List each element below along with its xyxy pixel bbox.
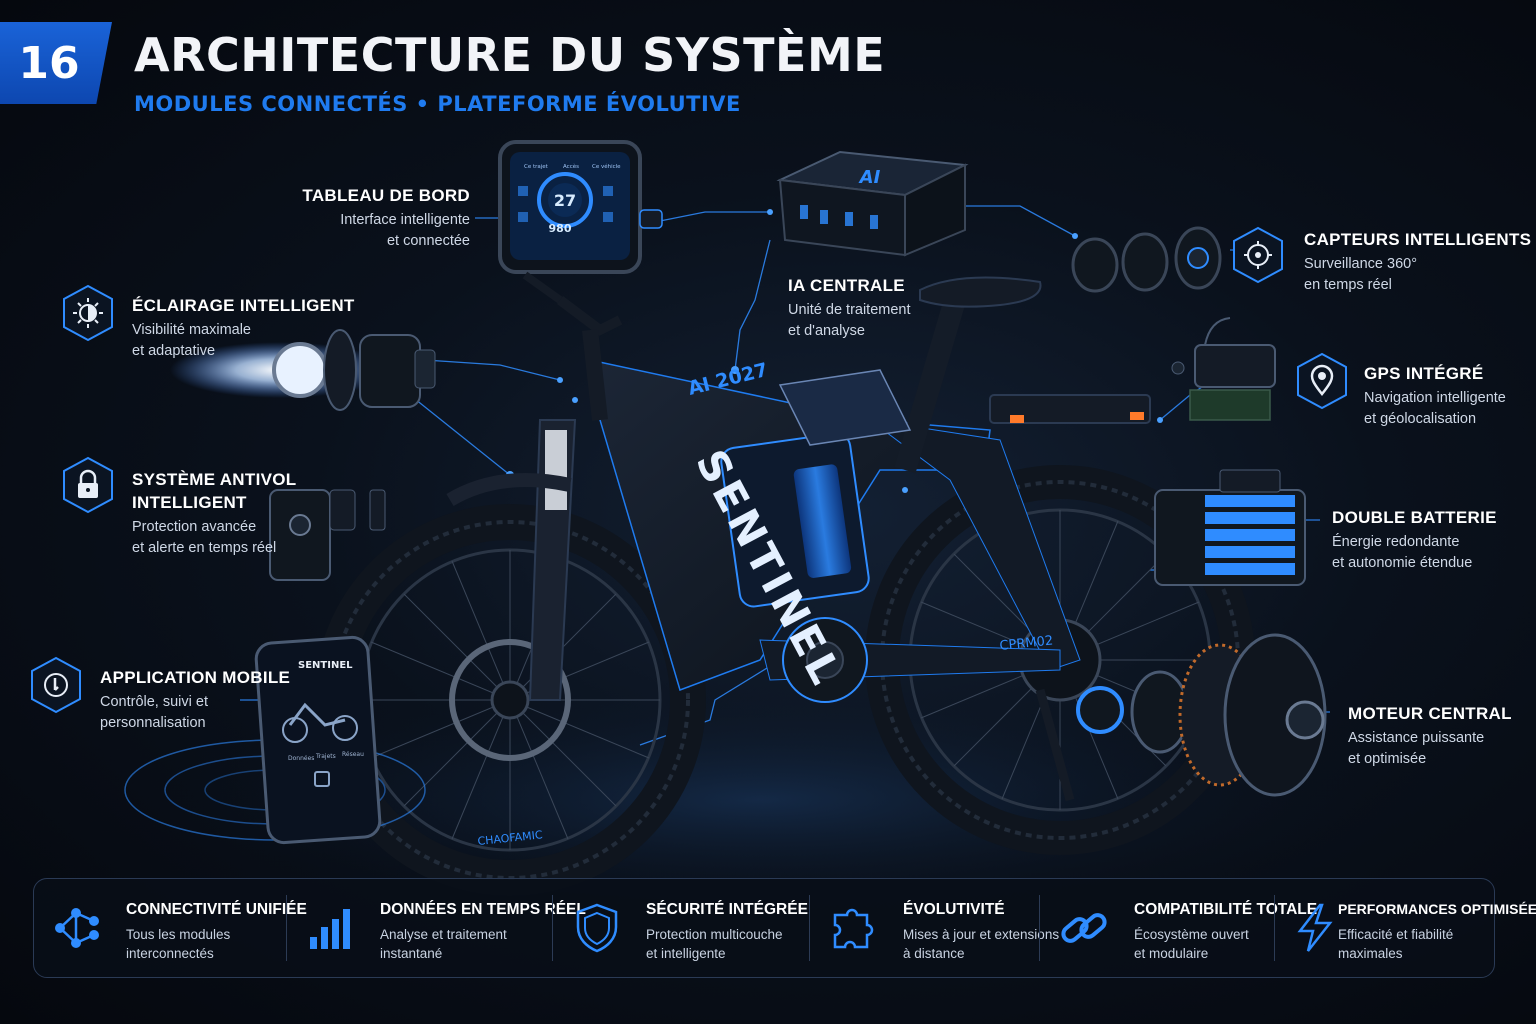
callout-lighting-desc2: et adaptative (132, 343, 216, 359)
callout-dashboard-title: TABLEAU DE BORD (302, 186, 470, 205)
callout-motor-desc1: Assistance puissante (1348, 730, 1485, 746)
shield-icon (568, 901, 626, 955)
phone-tab-3: Réseau (342, 751, 364, 758)
puzzle-icon (825, 901, 883, 955)
callout-motor-title: MOTEUR CENTRAL (1348, 704, 1512, 723)
callout-antitheft-desc2: et alerte en temps réel (132, 540, 277, 556)
callout-gps-desc2: et géolocalisation (1364, 411, 1477, 427)
feature-scalability-title: ÉVOLUTIVITÉ (903, 901, 1005, 918)
callout-battery-title: DOUBLE BATTERIE (1332, 508, 1497, 527)
phone-tab-2: Trajets (315, 753, 336, 760)
sensor-modules (1071, 226, 1222, 293)
callout-sensors-desc1: Surveillance 360° (1304, 256, 1418, 272)
callout-battery: DOUBLE BATTERIE Énergie redondante et au… (1332, 508, 1497, 574)
bar-chart-icon (302, 901, 360, 955)
callout-ai-desc2: et d'analyse (788, 323, 865, 339)
callout-ai-desc1: Unité de traitement (788, 302, 911, 318)
callout-lighting: ÉCLAIRAGE INTELLIGENT Visibilité maximal… (132, 296, 355, 362)
ai-box-label: AI (858, 167, 881, 188)
callout-motor-desc2: et optimisée (1348, 751, 1427, 767)
callout-app-desc1: Contrôle, suivi et (100, 694, 208, 710)
callout-app: APPLICATION MOBILE Contrôle, suivi et pe… (100, 668, 290, 734)
callout-gps-title: GPS INTÉGRÉ (1364, 364, 1484, 383)
callout-sensors-desc2: en temps réel (1304, 277, 1392, 293)
feature-connectivity-title: CONNECTIVITÉ UNIFIÉE (126, 901, 307, 918)
callout-ai: IA CENTRALE Unité de traitement et d'ana… (788, 276, 911, 342)
feature-performance: PERFORMANCES OPTIMISÉES Efficacité et fi… (1256, 879, 1536, 977)
phone-tab-1: Données (288, 755, 314, 762)
network-icon (48, 901, 106, 955)
lightning-icon (1286, 901, 1344, 955)
callout-lighting-title: ÉCLAIRAGE INTELLIGENT (132, 296, 355, 315)
callout-dashboard-desc1: Interface intelligente (340, 212, 470, 228)
headlight-assembly (170, 329, 436, 411)
double-battery (1154, 469, 1306, 586)
dashboard-tab-2: Accès (563, 163, 579, 170)
callout-motor: MOTEUR CENTRAL Assistance puissante et o… (1348, 704, 1512, 770)
callout-dashboard: TABLEAU DE BORD Interface intelligente e… (302, 186, 470, 252)
callout-ai-title: IA CENTRALE (788, 276, 905, 295)
dashboard-tab-1: Ce trajet (524, 164, 549, 170)
phone-app-name: SENTINEL (298, 660, 353, 671)
callout-sensors: CAPTEURS INTELLIGENTS Surveillance 360° … (1304, 230, 1531, 296)
callout-antitheft-title: SYSTÈME ANTIVOL (132, 470, 297, 489)
callout-antitheft-desc1: Protection avancée (132, 519, 257, 535)
dashboard-speed: 27 (554, 191, 576, 210)
feature-compatibility-title: COMPATIBILITÉ TOTALE (1134, 901, 1318, 918)
padlock-icon (62, 456, 114, 514)
touch-icon (30, 656, 82, 714)
callout-app-desc2: personnalisation (100, 715, 206, 731)
location-pin-icon (1296, 352, 1348, 410)
gps-module (1171, 317, 1276, 421)
callout-battery-desc1: Énergie redondante (1332, 534, 1460, 550)
callout-antitheft: SYSTÈME ANTIVOL INTELLIGENT Protection a… (132, 470, 296, 559)
target-icon (1232, 226, 1284, 284)
ai-central-unit (776, 150, 969, 257)
feature-security: SÉCURITÉ INTÉGRÉE Protection multicouche… (554, 879, 814, 977)
page-subtitle: MODULES CONNECTÉS • PLATEFORME ÉVOLUTIVE (134, 92, 741, 116)
chainstay-label: CPRM02 (999, 633, 1054, 654)
feature-performance-title: PERFORMANCES OPTIMISÉES (1338, 901, 1536, 917)
bike-frame (557, 276, 1151, 802)
motor-exploded (1076, 633, 1327, 797)
sun-icon (62, 284, 114, 342)
callout-gps: GPS INTÉGRÉ Navigation intelligente et g… (1364, 364, 1506, 430)
callout-antitheft-title2: INTELLIGENT (132, 493, 247, 512)
callout-battery-desc2: et autonomie étendue (1332, 555, 1473, 571)
feature-security-title: SÉCURITÉ INTÉGRÉE (646, 901, 808, 918)
antitheft-lock-device (269, 489, 386, 581)
callout-app-title: APPLICATION MOBILE (100, 668, 291, 687)
feature-realtime-data: DONNÉES EN TEMPS RÉEL Analyse et traitem… (288, 879, 586, 977)
feature-realtime-data-title: DONNÉES EN TEMPS RÉEL (380, 901, 586, 918)
callout-dashboard-desc2: et connectée (386, 233, 470, 249)
callout-sensors-title: CAPTEURS INTELLIGENTS (1304, 230, 1532, 249)
slide-number-badge: 16 (0, 22, 112, 104)
mobile-phone (124, 635, 426, 845)
callout-gps-desc1: Navigation intelligente (1364, 390, 1506, 406)
chain-link-icon (1056, 901, 1114, 955)
dashboard-device (498, 140, 663, 304)
slide-number: 16 (18, 37, 80, 89)
page-title: ARCHITECTURE DU SYSTÈME (134, 28, 886, 82)
dashboard-tab-3: Ce véhicle (592, 163, 621, 170)
dashboard-value: 980 (549, 222, 572, 235)
callout-lighting-desc1: Visibilité maximale (132, 322, 251, 338)
